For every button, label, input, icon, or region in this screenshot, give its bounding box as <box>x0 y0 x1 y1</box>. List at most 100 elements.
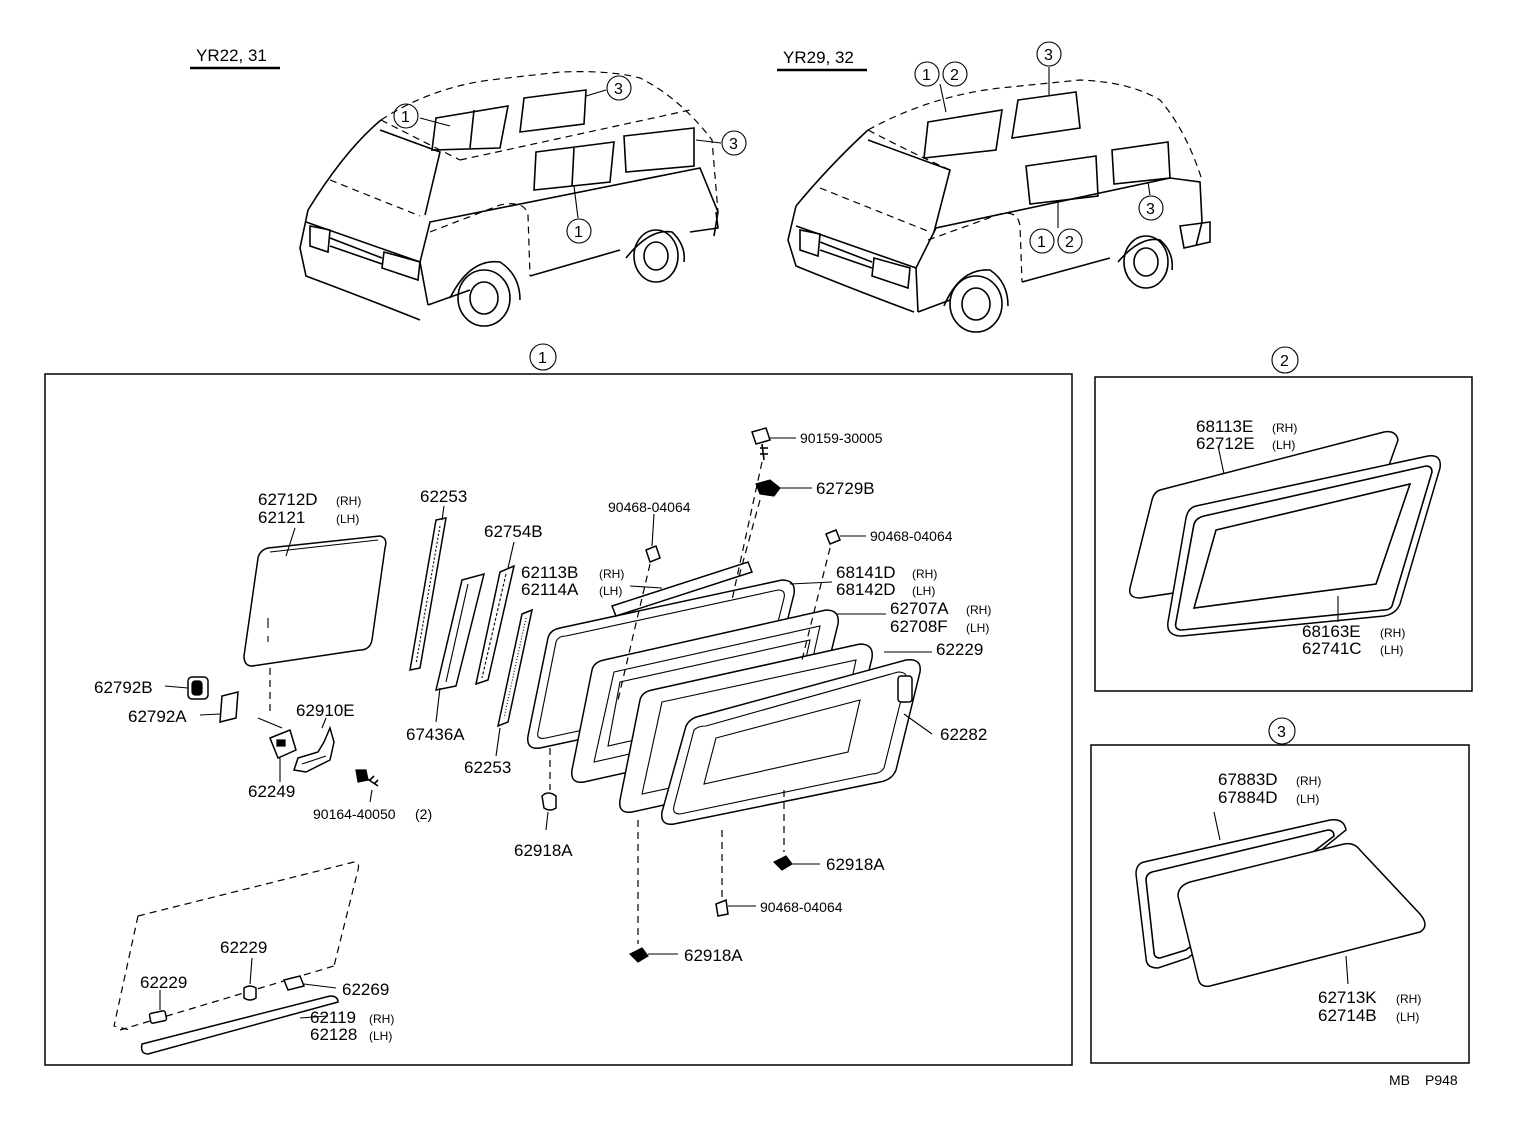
panel-2-weatherstrip <box>1167 455 1441 637</box>
part-number: 62729B <box>816 479 875 498</box>
part-number: 62713K <box>1318 988 1377 1007</box>
label-62707A: 62707A (RH) 62708F (LH) <box>836 599 991 636</box>
latch-parts <box>164 668 379 803</box>
part-number: 62712D <box>258 490 318 509</box>
side-rh: (RH) <box>369 1012 394 1026</box>
callout-label: 3 <box>614 81 623 98</box>
part-number: 68163E <box>1302 622 1361 641</box>
label-62229-right: 62229 <box>936 640 983 659</box>
part-number: 68142D <box>836 580 896 599</box>
run-channels <box>409 505 534 757</box>
label-62910E: 62910E <box>296 701 355 720</box>
part-number: 90159-30005 <box>800 430 883 446</box>
part-number: 62269 <box>342 980 389 999</box>
model-heading-left: YR22, 31 <box>190 46 280 70</box>
callout-label: 1 <box>922 67 931 84</box>
side-rh: (RH) <box>912 567 937 581</box>
figure-code-number: P948 <box>1425 1072 1458 1088</box>
model-label-yr22-31: YR22, 31 <box>196 46 267 65</box>
part-number: 62128 <box>310 1025 357 1044</box>
part-number: 62121 <box>258 508 305 527</box>
callout-left-1a: 1 <box>393 103 451 129</box>
side-lh: (LH) <box>1396 1010 1419 1024</box>
side-rh: (RH) <box>336 494 361 508</box>
side-rh: (RH) <box>599 567 624 581</box>
part-number: 67436A <box>406 725 465 744</box>
part-number: 62249 <box>248 782 295 801</box>
callout-label: 3 <box>729 136 738 153</box>
label-68113E: 68113E (RH) 62712E (LH) <box>1196 417 1297 453</box>
label-62918A-c: 62918A <box>684 946 743 965</box>
label-62792B: 62792B <box>94 678 153 697</box>
part-number: 68113E <box>1196 417 1253 436</box>
panel-1-marker: 1 <box>529 343 557 371</box>
callout-left-3b: 3 <box>695 130 747 156</box>
callout-label: 1 <box>401 109 410 126</box>
side-lh: (LH) <box>966 621 989 635</box>
part-number: 62741C <box>1302 639 1362 658</box>
panel-2-frame <box>1094 376 1473 692</box>
label-90468-c: 90468-04064 <box>760 899 843 915</box>
quarter-glass <box>243 527 387 667</box>
side-rh: (RH) <box>1296 774 1321 788</box>
panel-3-marker: 3 <box>1268 717 1296 745</box>
label-62253-top: 62253 <box>420 487 467 506</box>
model-label-yr29-32: YR29, 32 <box>783 48 854 67</box>
part-number: 67884D <box>1218 788 1278 807</box>
callout-right-3b: 3 <box>1138 181 1164 221</box>
callout-right-12a: 1 2 <box>914 61 968 113</box>
part-number: 62229 <box>936 640 983 659</box>
side-lh: (LH) <box>912 584 935 598</box>
label-67883D: 67883D (RH) 67884D (LH) <box>1218 770 1321 807</box>
part-number: 62253 <box>420 487 467 506</box>
side-rh: (RH) <box>1396 992 1421 1006</box>
part-number: 62910E <box>296 701 355 720</box>
part-number: 90164-40050 <box>313 806 396 822</box>
callout-right-12b: 1 2 <box>1029 200 1083 254</box>
label-62113B: 62113B (RH) 62114A (LH) <box>521 563 663 599</box>
side-rh: (RH) <box>966 603 991 617</box>
callout-label: 3 <box>1146 201 1155 218</box>
part-number: 62754B <box>484 522 543 541</box>
label-62729B: 62729B <box>816 479 875 498</box>
label-90159: 90159-30005 <box>800 430 883 446</box>
callout-left-1b: 1 <box>566 185 592 244</box>
label-62918A-a: 62918A <box>514 841 573 860</box>
label-90468-a: 90468-04064 <box>608 499 691 515</box>
callout-label: 2 <box>1065 234 1074 251</box>
door-rail-assembly <box>113 861 360 1055</box>
label-62269: 62269 <box>342 980 389 999</box>
label-62713K: 62713K (RH) 62714B (LH) <box>1318 988 1421 1025</box>
part-number: 62792B <box>94 678 153 697</box>
panel-1-frame <box>44 373 1073 1066</box>
part-number: 62712E <box>1196 434 1255 453</box>
part-number: 90468-04064 <box>760 899 843 915</box>
side-rh: (RH) <box>1272 421 1297 435</box>
van-illustration-left <box>299 71 719 327</box>
figure-code-prefix: MB <box>1389 1072 1410 1088</box>
van-illustration-right <box>787 79 1211 333</box>
panel-3-number: 3 <box>1277 724 1286 741</box>
label-67436A: 67436A <box>406 725 465 744</box>
model-heading-right: YR29, 32 <box>777 48 867 72</box>
callout-label: 1 <box>1037 234 1046 251</box>
part-number: 62708F <box>890 617 948 636</box>
label-62249: 62249 <box>248 782 295 801</box>
part-number: 62714B <box>1318 1006 1377 1025</box>
panel-1-number: 1 <box>538 350 547 367</box>
callout-label: 2 <box>950 67 959 84</box>
label-62754B: 62754B <box>484 522 543 541</box>
side-lh: (LH) <box>1272 438 1295 452</box>
label-68163E: 68163E (RH) 62741C (LH) <box>1302 622 1405 658</box>
fasteners <box>541 427 866 963</box>
label-90164: 90164-40050 (2) <box>313 806 432 822</box>
side-lh: (LH) <box>599 584 622 598</box>
part-number: 62282 <box>940 725 987 744</box>
label-62229-b: 62229 <box>140 973 187 992</box>
part-number: 62253 <box>464 758 511 777</box>
label-62918A-b: 62918A <box>826 855 885 874</box>
callout-right-3a: 3 <box>1036 41 1062 96</box>
panel-3-frame <box>1090 744 1470 1064</box>
label-68141D: 68141D (RH) 68142D (LH) <box>789 563 937 599</box>
part-number: 90468-04064 <box>608 499 691 515</box>
